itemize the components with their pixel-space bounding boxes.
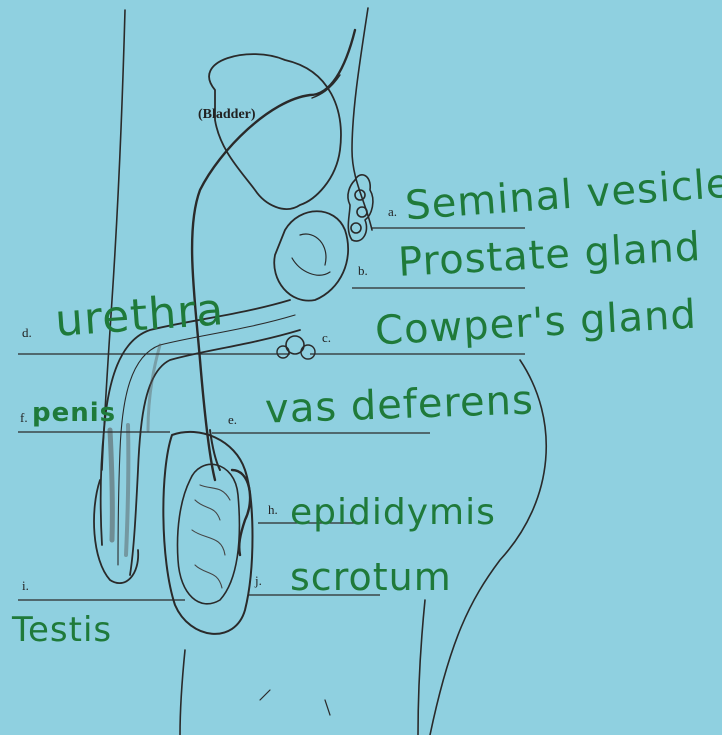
letter-c: c. (322, 330, 331, 346)
bladder (209, 54, 341, 209)
letter-e: e. (228, 412, 237, 428)
answer-e: vas deferens (264, 377, 534, 432)
letter-i: i. (22, 578, 29, 594)
letter-b: b. (358, 263, 368, 279)
letter-f: f. (20, 410, 28, 426)
answer-j: scrotum (290, 555, 452, 599)
letter-a: a. (388, 204, 397, 220)
letter-h: h. (268, 502, 278, 518)
letter-j: j. (255, 573, 262, 589)
prostate (274, 211, 348, 300)
letter-d: d. (22, 325, 32, 341)
answer-i: Testis (12, 610, 112, 650)
answer-h: epididymis (290, 492, 496, 533)
answer-f: penis (32, 398, 116, 428)
bladder-label: (Bladder) (198, 107, 256, 123)
urethra-line (118, 315, 295, 565)
testis (178, 464, 240, 603)
